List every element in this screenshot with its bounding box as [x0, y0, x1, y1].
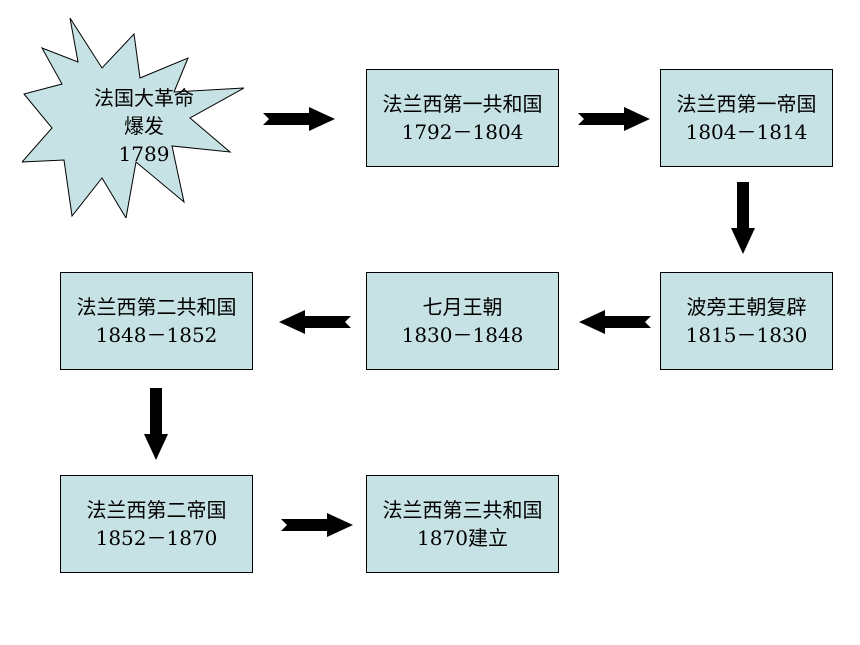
burst-shape [20, 17, 245, 220]
arrow-right-icon [281, 513, 353, 537]
box-title: 法兰西第一帝国 [676, 92, 817, 116]
box-title: 七月王朝 [422, 295, 503, 319]
arrow-right-icon [578, 107, 650, 131]
arrow-left-icon [279, 310, 351, 334]
box-years: 1830－1848 [401, 323, 524, 347]
revolution-burst: 法国大革命 爆发 1789 [20, 17, 245, 220]
burst-line-2: 爆发 [124, 114, 164, 138]
box-title: 法兰西第一共和国 [382, 92, 543, 116]
box-second-empire: 法兰西第二帝国 1852－1870 [60, 475, 253, 573]
box-second-republic: 法兰西第二共和国 1848－1852 [60, 272, 253, 370]
box-years: 1848－1852 [95, 323, 218, 347]
box-title: 法兰西第三共和国 [382, 498, 543, 522]
arrow-down-icon [144, 388, 168, 460]
box-first-republic: 法兰西第一共和国 1792－1804 [366, 69, 559, 167]
burst-line-1: 法国大革命 [94, 86, 194, 110]
burst-label: 法国大革命 爆发 1789 [64, 84, 224, 168]
box-years: 1792－1804 [401, 120, 524, 144]
box-third-republic: 法兰西第三共和国 1870建立 [366, 475, 559, 573]
box-years: 1852－1870 [95, 526, 218, 550]
arrow-left-icon [579, 310, 651, 334]
box-first-empire: 法兰西第一帝国 1804－1814 [660, 69, 833, 167]
box-title: 波旁王朝复辟 [686, 295, 807, 319]
box-bourbon-restoration: 波旁王朝复辟 1815－1830 [660, 272, 833, 370]
box-years: 1804－1814 [685, 120, 808, 144]
box-title: 法兰西第二帝国 [86, 498, 227, 522]
box-july-monarchy: 七月王朝 1830－1848 [366, 272, 559, 370]
arrow-down-icon [731, 182, 755, 254]
arrow-right-icon [263, 107, 335, 131]
box-title: 法兰西第二共和国 [76, 295, 237, 319]
box-years: 1870建立 [417, 526, 508, 550]
burst-line-3: 1789 [118, 142, 170, 166]
box-years: 1815－1830 [685, 323, 808, 347]
